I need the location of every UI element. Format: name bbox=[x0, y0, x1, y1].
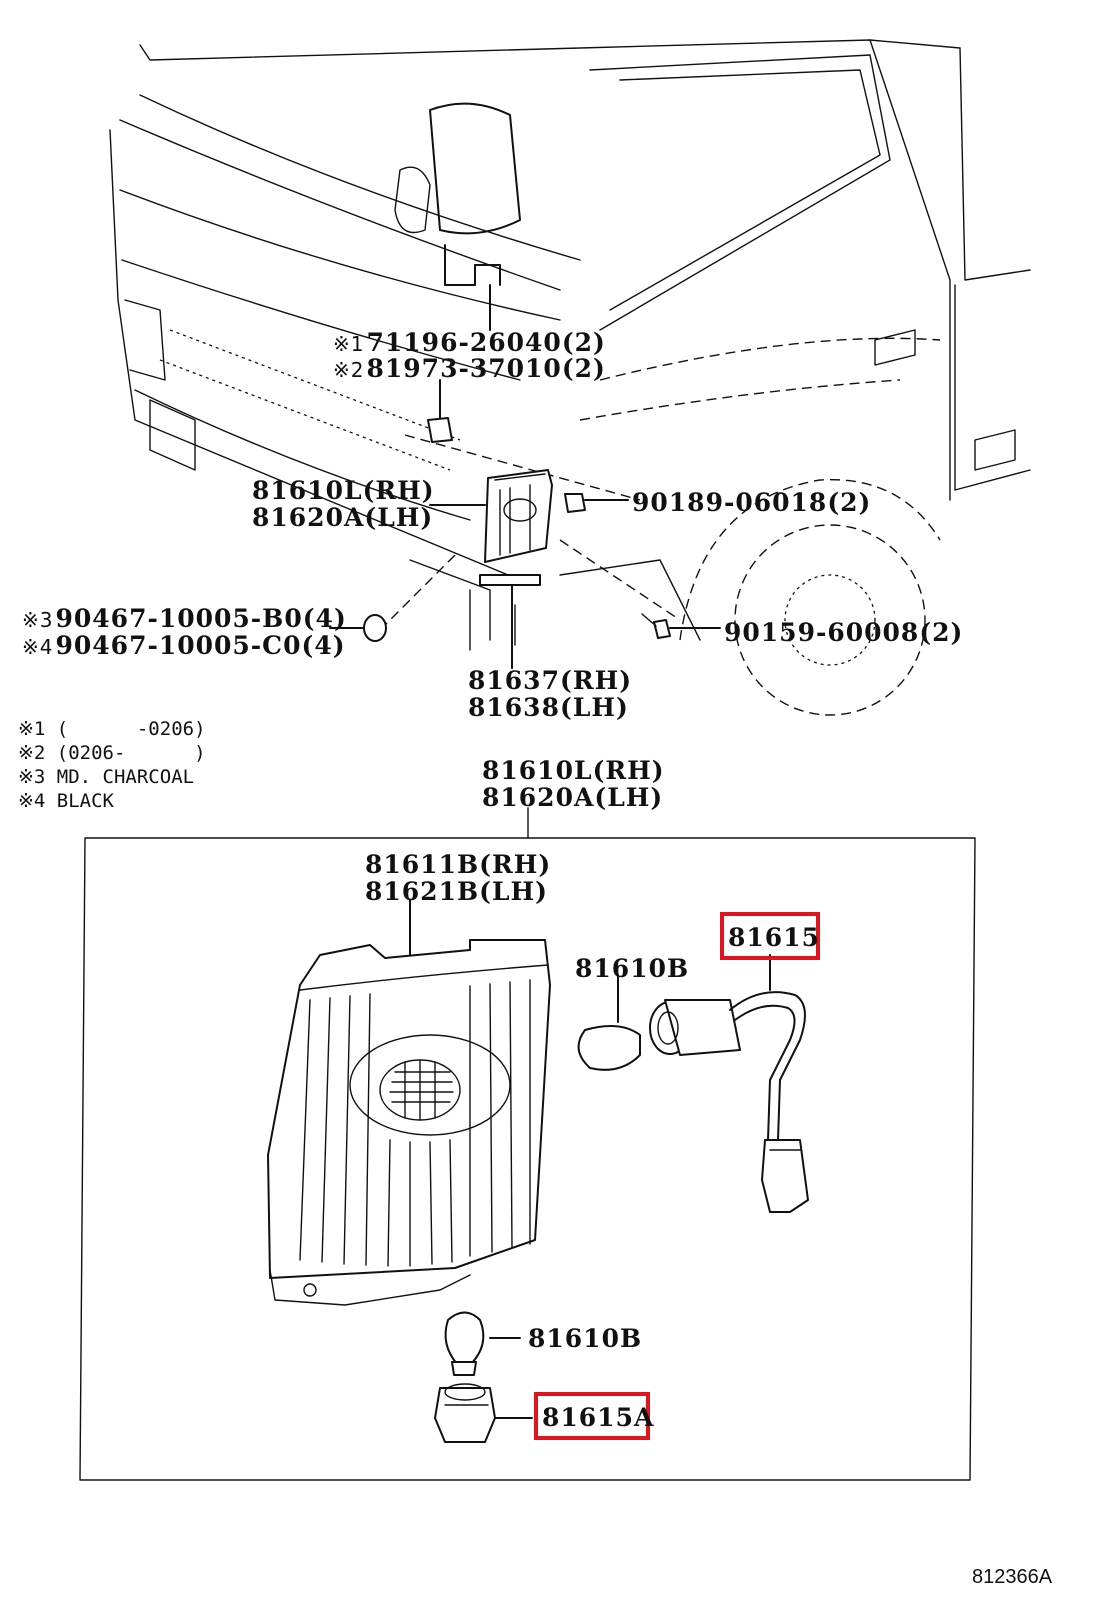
callout-90189: 90189-06018(2) bbox=[632, 488, 872, 517]
highlight-81615 bbox=[720, 912, 820, 960]
callout-lamp-rh: 81610L(RH) bbox=[252, 476, 435, 505]
note-4: ※4 BLACK bbox=[18, 790, 114, 812]
upper-clip bbox=[427, 379, 453, 443]
socket-bottom bbox=[434, 1383, 533, 1443]
note-3: ※3 MD. CHARCOAL bbox=[18, 766, 195, 788]
callout-71196: ※171196-26040(2) bbox=[333, 328, 606, 357]
grommet-90467 bbox=[329, 614, 387, 642]
callout-gasket-lh: 81638(LH) bbox=[468, 693, 629, 722]
callout-bulb-bottom: 81610B bbox=[528, 1324, 643, 1353]
figure-id: 812366A bbox=[972, 1566, 1053, 1588]
detail-frame bbox=[79, 837, 976, 1481]
lamp-clip-90189 bbox=[564, 493, 629, 513]
upper-corner-lamp bbox=[429, 469, 553, 586]
callout-81615: 81615 bbox=[728, 923, 820, 952]
callout-lens-rh: 81611B(RH) bbox=[365, 850, 552, 879]
highlight-81615a bbox=[534, 1392, 650, 1440]
socket-with-wire bbox=[649, 954, 809, 1213]
lens-housing bbox=[267, 899, 551, 1306]
callout-81615a: 81615A bbox=[542, 1403, 655, 1432]
callout-gasket-rh: 81637(RH) bbox=[468, 666, 633, 695]
callout-bulb-top: 81610B bbox=[575, 954, 690, 983]
callout-lens-lh: 81621B(LH) bbox=[365, 877, 548, 906]
truck-cab-outline bbox=[109, 39, 1031, 716]
note-1: ※1 ( -0206) bbox=[18, 718, 206, 740]
screw-90159 bbox=[641, 613, 721, 639]
callout-90467-c0: ※490467-10005-C0(4) bbox=[22, 631, 346, 660]
callout-90159: 90159-60008(2) bbox=[724, 618, 964, 647]
callout-81973: ※281973-37010(2) bbox=[333, 354, 606, 383]
callout-lamp-lh: 81620A(LH) bbox=[252, 503, 434, 532]
callout-assembly-lh: 81620A(LH) bbox=[482, 783, 664, 812]
note-2: ※2 (0206- ) bbox=[18, 742, 206, 764]
callout-90467-b0: ※390467-10005-B0(4) bbox=[22, 604, 347, 633]
bulb-top bbox=[577, 974, 641, 1071]
bulb-bottom bbox=[444, 1311, 521, 1376]
callout-assembly-rh: 81610L(RH) bbox=[482, 756, 665, 785]
